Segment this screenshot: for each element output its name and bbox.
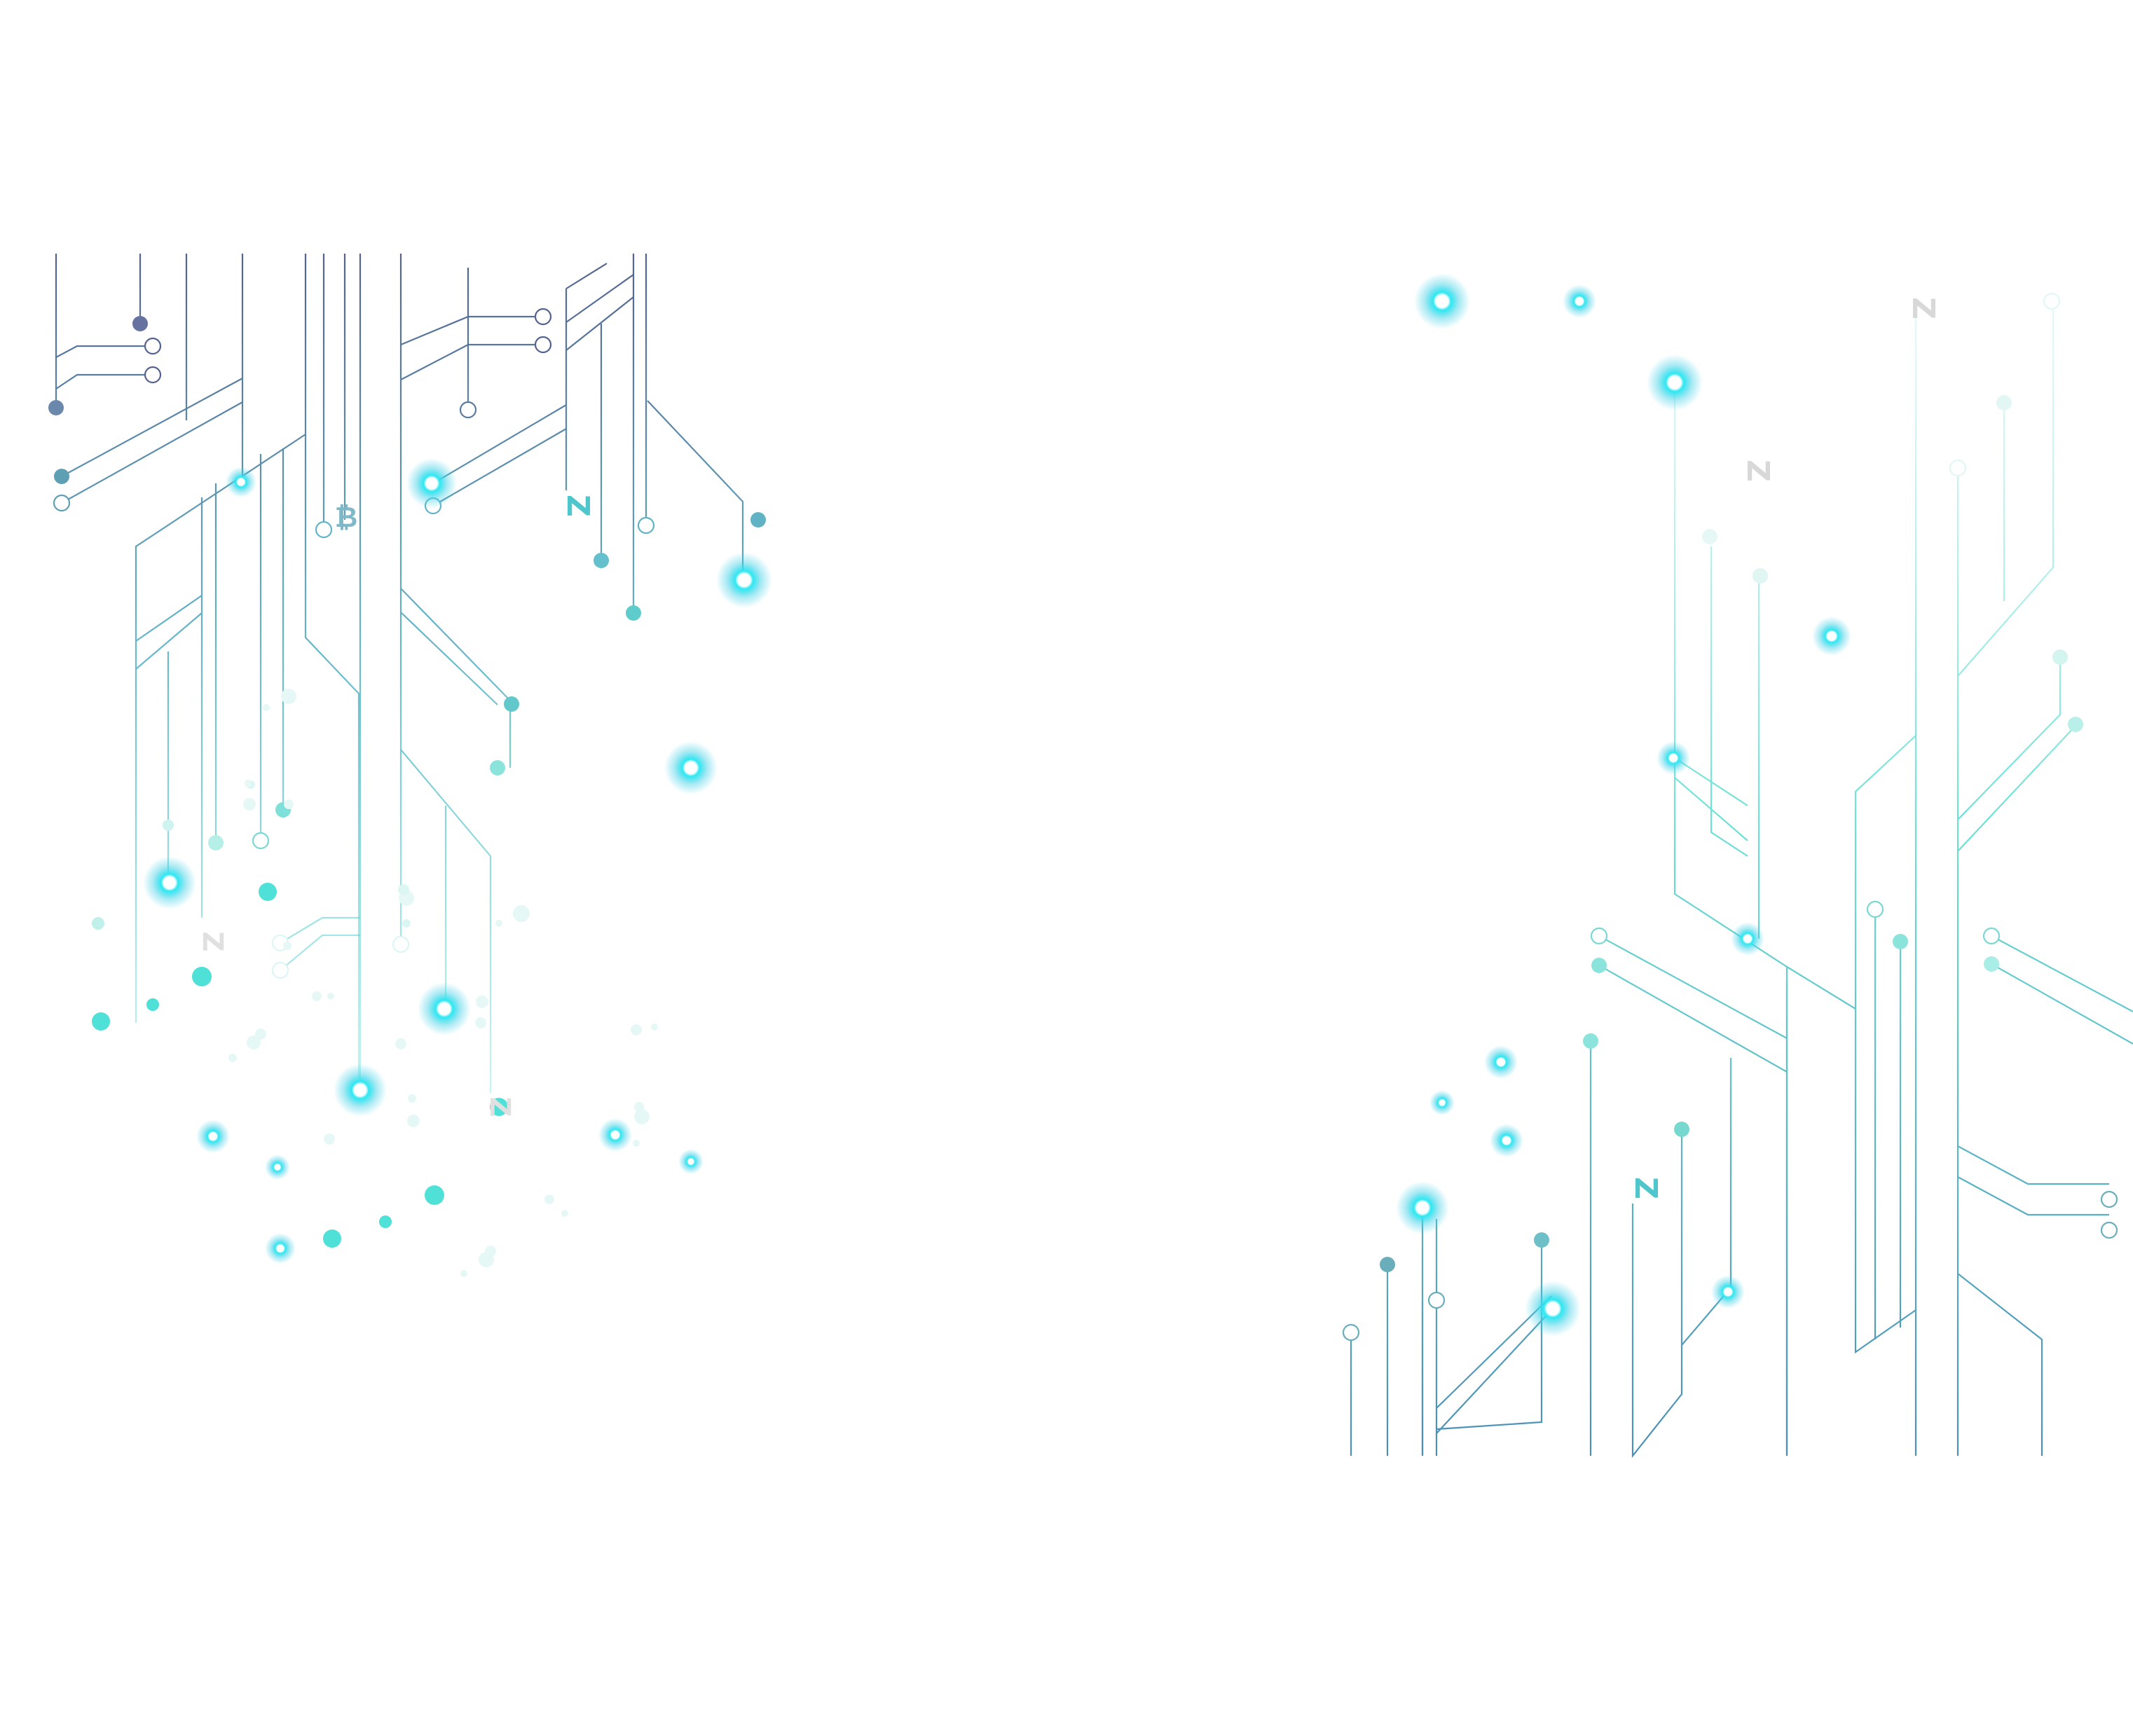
logo-glyphs: Z ₿ Z Z Z Z Z [196,297,1941,1199]
zen-logo-icon: Z [196,931,228,951]
zen-logo-icon: Z [560,495,596,517]
zen-logo-icon: Z [483,1096,516,1117]
scatter-dots [92,704,658,1277]
right-circuit-lines [1350,301,2133,1459]
glowing-node-icon [143,273,1851,1337]
zen-logo-icon: Z [1905,297,1941,319]
bitcoin-logo-icon: ₿ [335,502,358,534]
zen-logo-icon: Z [1740,460,1776,482]
zen-logo-icon: Z [1628,1177,1664,1199]
solid-node-icon [48,316,2083,1272]
hollow-node-icon [53,292,2118,1342]
